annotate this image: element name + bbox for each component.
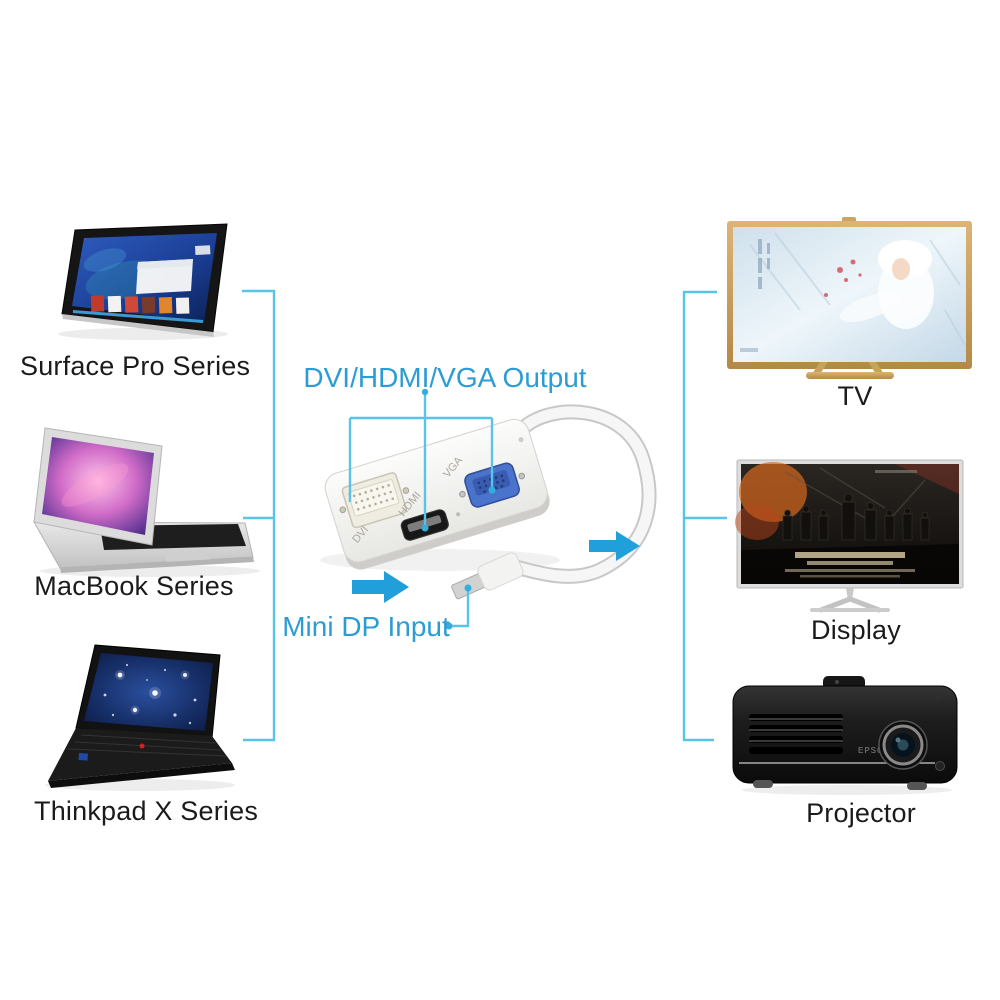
projector-image: EPSON bbox=[732, 676, 958, 795]
surface-pro-label: Surface Pro Series bbox=[20, 351, 251, 381]
projector-label: Projector bbox=[806, 798, 916, 828]
adapter-cable bbox=[508, 404, 657, 584]
tv-image bbox=[727, 217, 972, 379]
surface-pro-tablet-image bbox=[58, 223, 228, 340]
thinkpad-laptop-image bbox=[45, 644, 235, 791]
projector-brand-text: EPSON bbox=[858, 746, 891, 755]
display-label: Display bbox=[811, 615, 901, 645]
macbook-laptop-image bbox=[33, 427, 260, 577]
macbook-label: MacBook Series bbox=[34, 571, 234, 601]
input-callout-label: Mini DP Input bbox=[282, 611, 450, 642]
output-callout-label: DVI/HDMI/VGA Output bbox=[303, 362, 587, 393]
display-monitor-image bbox=[735, 459, 964, 613]
tv-label: TV bbox=[837, 381, 873, 411]
thinkpad-label: Thinkpad X Series bbox=[34, 796, 259, 826]
right-bracket-line bbox=[682, 290, 717, 742]
